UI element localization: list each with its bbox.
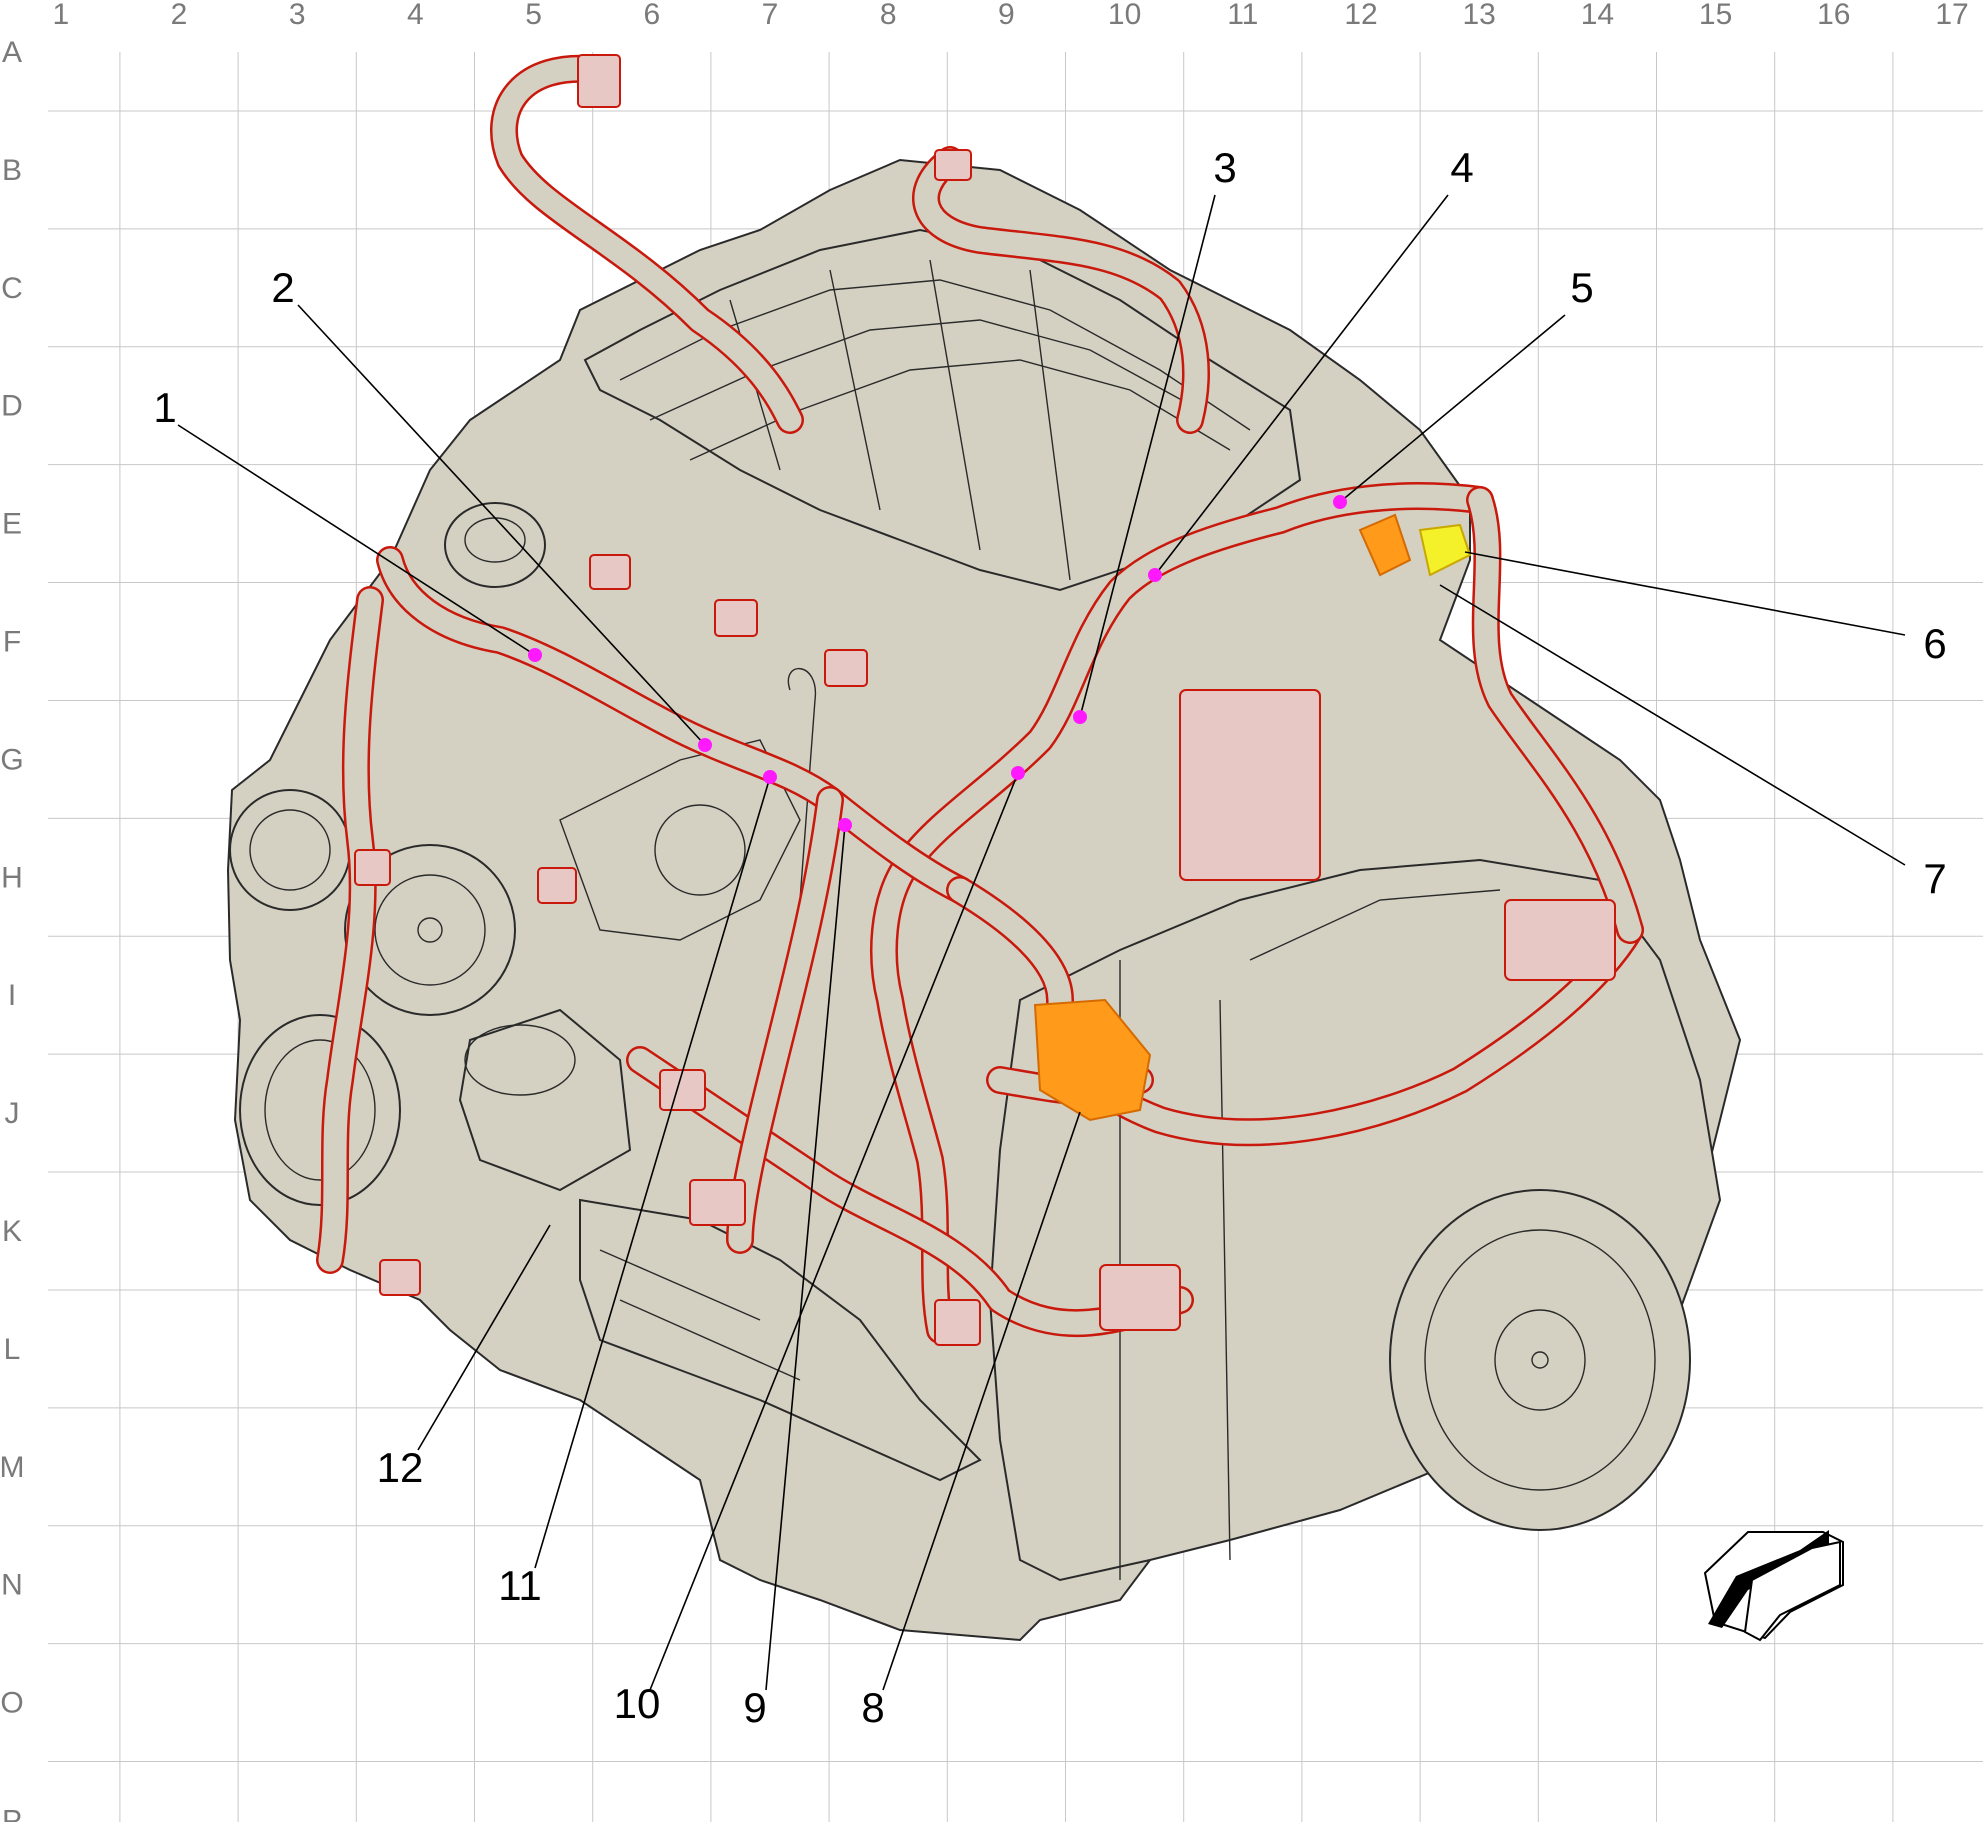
callout-leader-lines [177,194,1906,1691]
grid-column-label: 5 [525,0,542,31]
grid-row-label: A [2,36,22,69]
grid-column-label: 10 [1108,0,1141,31]
callout-dot [528,648,542,662]
callout-dots [528,495,1347,832]
grid-row-label: F [3,626,21,659]
grid-column-label: 6 [643,0,660,31]
wiring-harness [316,54,1644,1344]
callout-leader-line [1439,584,1906,866]
callout-dot [698,738,712,752]
grid-row-label: G [0,743,23,776]
connector [379,1259,421,1296]
grid-row-label: H [1,861,23,894]
callout-number: 5 [1570,264,1593,311]
callout-dot [1333,495,1347,509]
callout-number: 6 [1923,620,1946,667]
grid-column-label: 1 [52,0,69,31]
grid-column-label: 3 [289,0,306,31]
callout-leader-line [297,304,706,746]
grid-column-label: 15 [1699,0,1732,31]
grid-column-label: 4 [407,0,424,31]
connector [934,149,972,181]
grid-column-label: 7 [762,0,779,31]
connector [659,1069,706,1111]
callout-leader-line [534,776,771,1569]
connector [934,1299,981,1346]
grid-row-label: B [2,154,22,187]
grid-row-label: N [1,1569,23,1602]
highlighted-connector-orange [1358,513,1412,577]
callout-number: 8 [861,1684,884,1731]
connector [1099,1264,1181,1331]
callout-dot [1011,766,1025,780]
callout-number: 2 [271,264,294,311]
callout-leader-line [417,1224,551,1451]
grid-row-label: C [1,272,23,305]
callout-dot [1148,568,1162,582]
grid-row-label: E [2,508,22,541]
callout-number: 3 [1213,144,1236,191]
grid-column-label: 12 [1344,0,1377,31]
callout-leader-line [1464,551,1906,636]
connector [689,1179,746,1226]
connector [577,54,621,108]
grid-column-label: 11 [1227,0,1258,31]
connector [589,554,631,590]
callout-number: 4 [1450,144,1473,191]
connector [714,599,758,637]
grid-column-label: 9 [998,0,1015,31]
front-arrow-icon [1703,1530,1844,1642]
grid-column-label: 16 [1817,0,1850,31]
callout-leader-line [1079,194,1216,718]
callout-dot [1073,710,1087,724]
highlighted-component-orange [1033,998,1152,1122]
callout-number: 11 [498,1562,542,1609]
callout-number: 10 [614,1680,661,1727]
callout-number: 9 [743,1684,766,1731]
grid-column-label: 14 [1581,0,1614,31]
connector [537,867,577,904]
grid-column-label: 13 [1463,0,1496,31]
connector [1504,899,1616,981]
grid-row-label: J [5,1097,20,1130]
highlighted-connector-yellow [1418,523,1472,577]
callout-leader-line [765,824,846,1691]
grid-row-label: D [1,390,23,423]
callout-leader-line [177,424,536,656]
callout-number: 12 [377,1444,424,1491]
callout-number: 1 [153,384,176,431]
grid-row-label: I [8,979,16,1012]
grid-row-label: P [2,1805,22,1822]
grid-column-label: 17 [1935,0,1968,31]
grid-column-label: 8 [880,0,897,31]
callout-leader-line [1154,194,1449,576]
callout-dot [838,818,852,832]
connector-block [1179,689,1321,881]
callout-number: 7 [1923,855,1946,902]
harness-connectors [354,54,1616,1346]
connector [824,649,868,687]
callout-leader-line [649,772,1019,1691]
grid-row-label: L [4,1333,21,1366]
grid-row-label: O [0,1687,23,1720]
grid-row-label: K [2,1215,22,1248]
callout-leader-line [1339,314,1566,503]
grid-row-labels: A B C D E F G H I J K L M N O P [0,36,25,1822]
connector [354,849,391,886]
grid-column-label: 2 [171,0,188,31]
grid-row-label: M [0,1451,25,1484]
callout-leader-line [882,1111,1081,1691]
callout-dot [763,770,777,784]
